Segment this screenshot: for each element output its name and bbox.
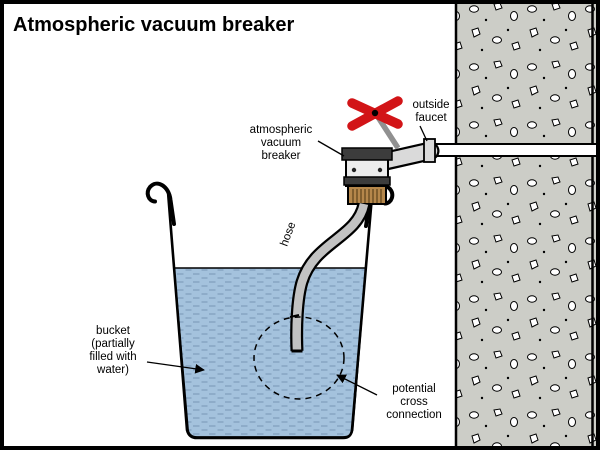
breaker-bolt	[377, 167, 383, 173]
cross-connection-arrow	[336, 374, 378, 396]
cross-connection-label: potential cross connection	[336, 374, 442, 421]
outside-faucet-leader-line	[419, 125, 428, 142]
handle-hub	[371, 109, 379, 117]
vacuum-breaker-label-line1: atmospheric	[250, 124, 313, 136]
outside-faucet-label: outside faucet	[412, 99, 450, 142]
coupling-threads	[352, 189, 382, 203]
vacuum-breaker-device	[341, 147, 393, 205]
bucket-label-line1: bucket	[96, 325, 131, 337]
breaker-cap	[341, 147, 393, 161]
pipe-body	[424, 144, 596, 156]
wall	[454, 2, 598, 448]
breaker-bolt	[351, 167, 357, 173]
bucket-label-line2: (partially	[91, 338, 135, 350]
outside-faucet-label-line2: faucet	[415, 112, 447, 124]
faucet-handle	[347, 96, 403, 131]
hose-tube	[292, 202, 369, 352]
bucket-label-line4: water)	[96, 364, 129, 376]
cross-connection-label-line2: cross	[400, 396, 428, 408]
cross-connection-circle	[253, 316, 345, 400]
page-title: Atmospheric vacuum breaker	[13, 14, 294, 36]
cross-connection-label-line1: potential	[392, 383, 435, 395]
outside-faucet-label-line1: outside	[412, 99, 449, 111]
vacuum-breaker-label: atmospheric vacuum breaker	[250, 124, 345, 162]
bucket-label: bucket (partially filled with water)	[89, 325, 205, 376]
bucket-arrow	[146, 361, 205, 374]
vacuum-breaker-label-line3: breaker	[262, 150, 301, 162]
hose	[289, 202, 371, 353]
vacuum-breaker-leader-line	[317, 140, 345, 157]
vacuum-breaker-label-line2: vacuum	[261, 137, 301, 149]
water-pipe	[424, 143, 596, 157]
bucket-label-line3: filled with	[89, 351, 136, 363]
bucket-water	[173, 267, 367, 438]
breaker-band	[343, 176, 391, 186]
hose-mark	[289, 314, 300, 318]
cross-connection-label-line3: connection	[386, 409, 442, 421]
bucket-outline	[166, 191, 374, 440]
faucet-flange	[423, 138, 436, 163]
wall-surface	[456, 2, 598, 448]
